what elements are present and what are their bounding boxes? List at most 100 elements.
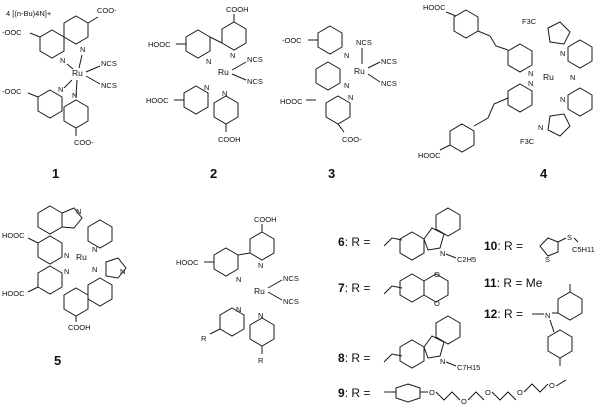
- r-variant-9: 9: R = O O O O O: [338, 379, 567, 406]
- nitrogen-atom: N: [92, 265, 97, 274]
- carbazole-ring: [423, 227, 445, 251]
- pyridine-ring: [317, 25, 343, 55]
- benzene-ring: [449, 123, 475, 153]
- carboxylic-acid-group: HOOC: [418, 151, 441, 160]
- r-variant-6: 6: R = N C2H5: [338, 207, 476, 264]
- nitrogen-atom: N: [64, 251, 69, 260]
- svg-text:9: R =: 9: R =: [338, 386, 370, 400]
- svg-text:11: R = Me: 11: R = Me: [484, 276, 543, 290]
- pyridine-ring: [63, 15, 89, 45]
- ruthenium-center: Ru: [254, 286, 265, 296]
- nitrogen-atom: N: [230, 51, 235, 60]
- compound-number: 4: [540, 166, 548, 181]
- pyridine-ring: [185, 29, 211, 59]
- r-equals-label: : R =: [345, 281, 371, 295]
- pyrazole-ring: [547, 21, 571, 45]
- oxygen-atom: O: [434, 299, 440, 308]
- carbazole-ring: [435, 315, 461, 345]
- carboxylic-acid-group: HOOC: [146, 96, 169, 105]
- pyridine-ring: [37, 235, 63, 265]
- pyridine-ring: [63, 287, 89, 317]
- ether-chain: [435, 391, 461, 401]
- r-variant-8: 8: R = N C7H15: [338, 315, 480, 372]
- nitrogen-atom: N: [440, 357, 445, 366]
- nitrogen-atom: N: [570, 73, 575, 82]
- r-substituent: R: [258, 356, 264, 365]
- thiocyanate-ligand: NCS: [101, 81, 117, 90]
- pyridine-ring: [37, 89, 63, 119]
- r-equals-label: : R =: [497, 239, 523, 253]
- benzimidazole-ring: [61, 207, 83, 229]
- nitrogen-atom: N: [528, 69, 533, 78]
- thiophene-ring: [539, 237, 559, 257]
- carboxylic-acid-group: HOOC: [423, 3, 446, 12]
- pyridine-ring: [221, 21, 247, 51]
- complex-1: 4 [(n-Bu)4N]+ COO- -OOC N N Ru NCS NCS N…: [2, 6, 117, 181]
- compound-number: 12: [484, 307, 498, 321]
- pyridine-ring: [39, 29, 65, 59]
- ether-chain: [523, 383, 549, 393]
- pyridine-ring: [567, 87, 593, 117]
- benzene-ring: [395, 383, 421, 403]
- pyridine-ring: [507, 43, 533, 73]
- pyridine-ring: [213, 247, 239, 277]
- benzimidazole-ring: [87, 277, 113, 307]
- compound-number: 5: [54, 353, 61, 368]
- pentyl-group: C5H11: [572, 245, 595, 254]
- pyridine-ring: [507, 83, 533, 113]
- carboxylate-group: COO-: [342, 135, 362, 144]
- nitrogen-atom: N: [76, 207, 81, 216]
- thiocyanate-ligand: NCS: [247, 55, 263, 64]
- carboxylic-acid-group: HOOC: [280, 97, 303, 106]
- sulfur-atom: S: [545, 255, 550, 264]
- compound-number: 6: [338, 235, 345, 249]
- pyridine-ring: [63, 99, 89, 129]
- vinyl-linker: [383, 353, 403, 363]
- oxygen-atom: O: [429, 388, 435, 397]
- vinyl-linker: [383, 285, 403, 295]
- thiocyanate-ligand: NCS: [381, 57, 397, 66]
- carbazole-ring: [399, 339, 425, 369]
- tolyl-ring: [547, 329, 573, 359]
- carboxylic-acid-group: HOOC: [148, 40, 171, 49]
- oxygen-atom: O: [549, 381, 555, 390]
- complex-5: N HOOC N Ru N HOOC N COOH N N 5: [2, 205, 127, 368]
- carboxylic-acid-group: HOOC: [2, 231, 25, 240]
- svg-text:10: R =: 10: R =: [484, 239, 523, 253]
- carboxylic-acid-group: COOH: [218, 135, 241, 144]
- r-variant-11: 11: R = Me: [484, 276, 543, 290]
- r-substituent: R: [201, 334, 207, 343]
- complex-2: COOH HOOC N N Ru NCS NCS N N HOOC COOH 2: [146, 5, 263, 181]
- compound-number: 3: [328, 166, 335, 181]
- pyridine-ring: [219, 307, 245, 337]
- thiocyanate-ligand: NCS: [101, 59, 117, 68]
- pyridine-ring: [37, 265, 63, 295]
- ethyl-group: C2H5: [457, 255, 476, 264]
- trifluoromethyl-group: F3C: [520, 137, 535, 146]
- nitrogen-atom: N: [236, 305, 241, 314]
- svg-text:6: R =: 6: R =: [338, 235, 370, 249]
- pyridine-ring: [315, 61, 341, 91]
- counterion-label: 4 [(n-Bu)4N]+: [6, 9, 52, 18]
- heptyl-group: C7H15: [457, 363, 480, 372]
- pyridine-ring: [249, 231, 275, 261]
- nitrogen-atom: N: [528, 79, 533, 88]
- carboxylate-group: COO-: [97, 6, 117, 15]
- r-variant-7: 7: R = O O: [338, 270, 449, 308]
- carboxylic-acid-group: HOOC: [176, 258, 199, 267]
- carbazole-ring: [435, 207, 461, 237]
- compound-number: 2: [210, 166, 217, 181]
- nitrogen-atom: N: [80, 45, 85, 54]
- ruthenium-center: Ru: [72, 68, 83, 78]
- compound-number: 7: [338, 281, 345, 295]
- compound-number: 10: [484, 239, 498, 253]
- nitrogen-atom: N: [538, 123, 543, 132]
- nitrogen-atom: N: [560, 49, 565, 58]
- svg-text:8: R =: 8: R =: [338, 351, 370, 365]
- nitrogen-atom: N: [348, 93, 353, 102]
- ruthenium-center: Ru: [218, 67, 229, 77]
- thiocyanate-ligand: NCS: [283, 297, 299, 306]
- carboxylate-group: -OOC: [2, 28, 22, 37]
- sulfur-atom: S: [567, 233, 572, 242]
- nitrogen-atom: N: [258, 261, 263, 270]
